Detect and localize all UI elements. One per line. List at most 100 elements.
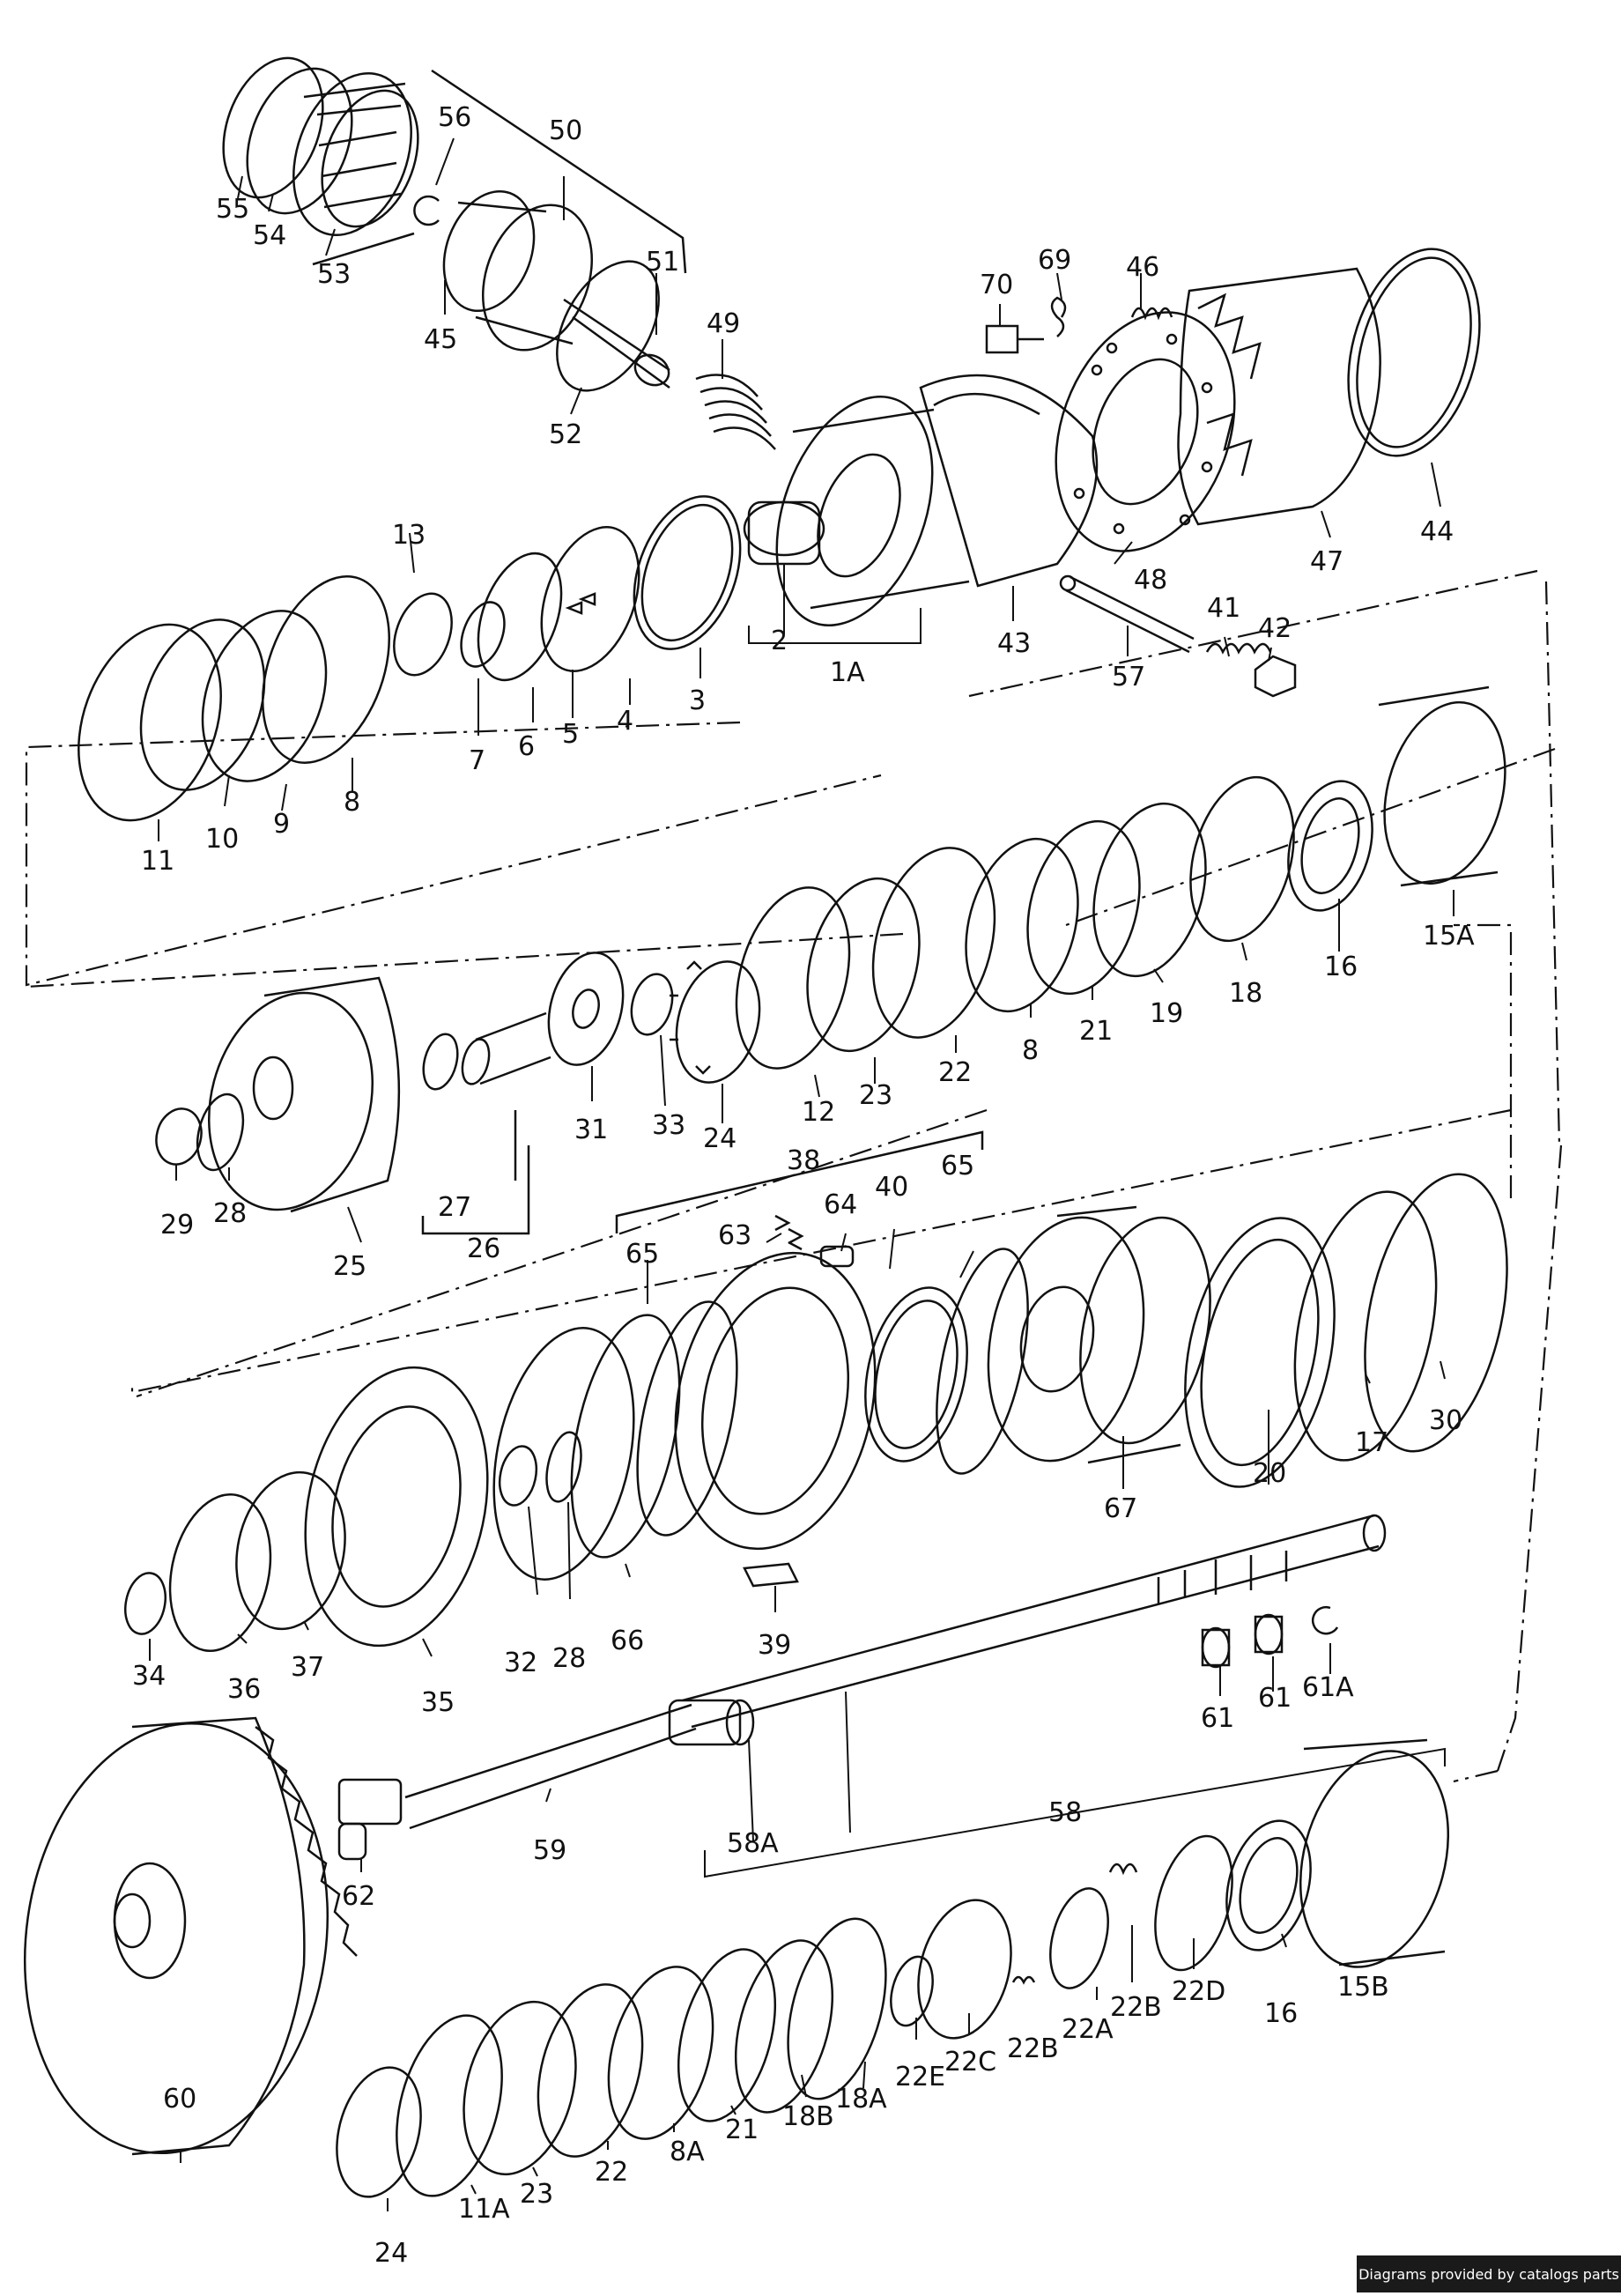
part-label-29: 29 xyxy=(160,1210,194,1241)
part-label-22d: 22D xyxy=(1172,1976,1225,2007)
part-label-63: 63 xyxy=(718,1220,751,1251)
part-label-66: 66 xyxy=(611,1626,644,1656)
part-label-7: 7 xyxy=(469,745,485,776)
part-label-42: 42 xyxy=(1258,613,1292,644)
part-label-37: 37 xyxy=(291,1652,324,1683)
part-label-31: 31 xyxy=(574,1115,608,1145)
part-label-5: 5 xyxy=(562,719,579,750)
part-label-70: 70 xyxy=(980,270,1013,300)
part-label-22e: 22E xyxy=(895,2062,945,2092)
part-label-45: 45 xyxy=(424,324,457,355)
part-label-11: 11 xyxy=(141,846,174,877)
part-label-15a: 15A xyxy=(1423,921,1475,952)
part-label-22c: 22C xyxy=(944,2047,996,2078)
part-label-40: 40 xyxy=(875,1172,908,1203)
part-label-65b: 65 xyxy=(625,1239,659,1270)
part-label-27: 27 xyxy=(438,1192,471,1223)
part-label-28: 28 xyxy=(213,1198,247,1229)
part-label-17: 17 xyxy=(1355,1427,1388,1458)
part-label-55: 55 xyxy=(216,194,249,225)
part-label-47: 47 xyxy=(1310,546,1343,577)
part-label-54: 54 xyxy=(253,220,286,251)
part-label-15b: 15B xyxy=(1337,1972,1389,2003)
part-label-58a: 58A xyxy=(727,1828,779,1859)
part-label-11a: 11A xyxy=(458,2194,510,2225)
part-label-60: 60 xyxy=(163,2084,196,2115)
part-label-23b: 23 xyxy=(520,2179,553,2210)
part-label-8b: 8 xyxy=(1022,1035,1039,1066)
part-label-51: 51 xyxy=(646,247,679,278)
part-label-13: 13 xyxy=(392,520,426,551)
part-label-39: 39 xyxy=(758,1630,791,1661)
part-label-58: 58 xyxy=(1048,1797,1082,1828)
part-label-41: 41 xyxy=(1207,593,1240,624)
part-label-10: 10 xyxy=(205,824,239,855)
part-label-52: 52 xyxy=(549,419,582,450)
part-label-43: 43 xyxy=(997,628,1031,659)
part-label-18: 18 xyxy=(1229,978,1262,1009)
part-label-4: 4 xyxy=(617,706,633,737)
row4-shaft-parts xyxy=(23,1514,1387,2156)
part-label-67: 67 xyxy=(1104,1493,1137,1524)
part-label-26: 26 xyxy=(467,1233,500,1264)
part-label-69: 69 xyxy=(1038,245,1071,276)
part-label-22b-b: 22B xyxy=(1007,2033,1059,2064)
part-label-61b: 61 xyxy=(1258,1683,1292,1714)
part-label-8a: 8A xyxy=(670,2137,705,2167)
part-label-36: 36 xyxy=(227,1674,261,1705)
part-label-48: 48 xyxy=(1134,565,1167,596)
part-label-53: 53 xyxy=(317,259,351,290)
part-label-57: 57 xyxy=(1112,662,1145,693)
part-label-44: 44 xyxy=(1420,516,1454,547)
part-label-61a: 61 xyxy=(1201,1703,1234,1734)
part-label-64: 64 xyxy=(824,1189,857,1220)
part-label-24b: 24 xyxy=(374,2238,408,2269)
part-label-19: 19 xyxy=(1150,998,1183,1029)
part-label-18b: 18B xyxy=(782,2101,834,2132)
credit-watermark: Diagrams provided by catalogs parts xyxy=(1357,2255,1621,2292)
row3-planetary-parts xyxy=(124,1130,1508,1653)
row5-clutch-parts xyxy=(336,1738,1450,2198)
part-label-46: 46 xyxy=(1126,252,1159,283)
part-label-22a: 22A xyxy=(1062,2014,1114,2045)
part-label-33: 33 xyxy=(652,1110,685,1141)
part-label-23: 23 xyxy=(859,1080,892,1111)
part-label-25: 25 xyxy=(333,1251,366,1282)
part-label-22f: 22 xyxy=(595,2157,628,2188)
part-label-28b: 28 xyxy=(552,1643,586,1674)
part-label-3: 3 xyxy=(689,685,706,716)
assembly-guide-lines xyxy=(25,569,1563,1783)
part-label-32: 32 xyxy=(504,1648,537,1678)
part-label-65a: 65 xyxy=(941,1151,974,1181)
row1-pump-parts xyxy=(78,56,1481,822)
part-label-59: 59 xyxy=(533,1835,566,1866)
part-label-61c: 61A xyxy=(1302,1672,1354,1703)
part-label-24: 24 xyxy=(703,1123,736,1154)
part-label-56: 56 xyxy=(438,102,471,133)
part-label-21b: 21 xyxy=(725,2115,759,2145)
part-label-22b-a: 22B xyxy=(1110,1992,1162,2023)
part-label-6: 6 xyxy=(518,731,535,762)
part-label-22: 22 xyxy=(938,1057,972,1088)
part-label-21: 21 xyxy=(1079,1016,1113,1047)
part-label-34: 34 xyxy=(132,1661,166,1692)
part-label-18a: 18A xyxy=(835,2084,887,2115)
part-label-62: 62 xyxy=(342,1881,375,1912)
part-label-9: 9 xyxy=(273,809,290,840)
part-label-49: 49 xyxy=(707,308,740,339)
part-label-38: 38 xyxy=(787,1145,820,1176)
part-label-30: 30 xyxy=(1429,1405,1462,1436)
row2-clutch-parts xyxy=(155,685,1506,1235)
part-label-2: 2 xyxy=(771,626,788,656)
part-callout-labels: 1A 2 3 4 5 6 7 8 9 10 11 13 41 42 43 44 … xyxy=(132,102,1475,2269)
part-label-12: 12 xyxy=(802,1097,835,1128)
part-label-16b: 16 xyxy=(1264,1998,1298,2029)
part-label-35: 35 xyxy=(421,1687,455,1718)
part-label-8: 8 xyxy=(344,787,360,818)
part-label-16: 16 xyxy=(1324,952,1358,982)
part-label-1a: 1A xyxy=(830,657,865,688)
part-label-50: 50 xyxy=(549,115,582,146)
part-label-20: 20 xyxy=(1253,1458,1286,1489)
